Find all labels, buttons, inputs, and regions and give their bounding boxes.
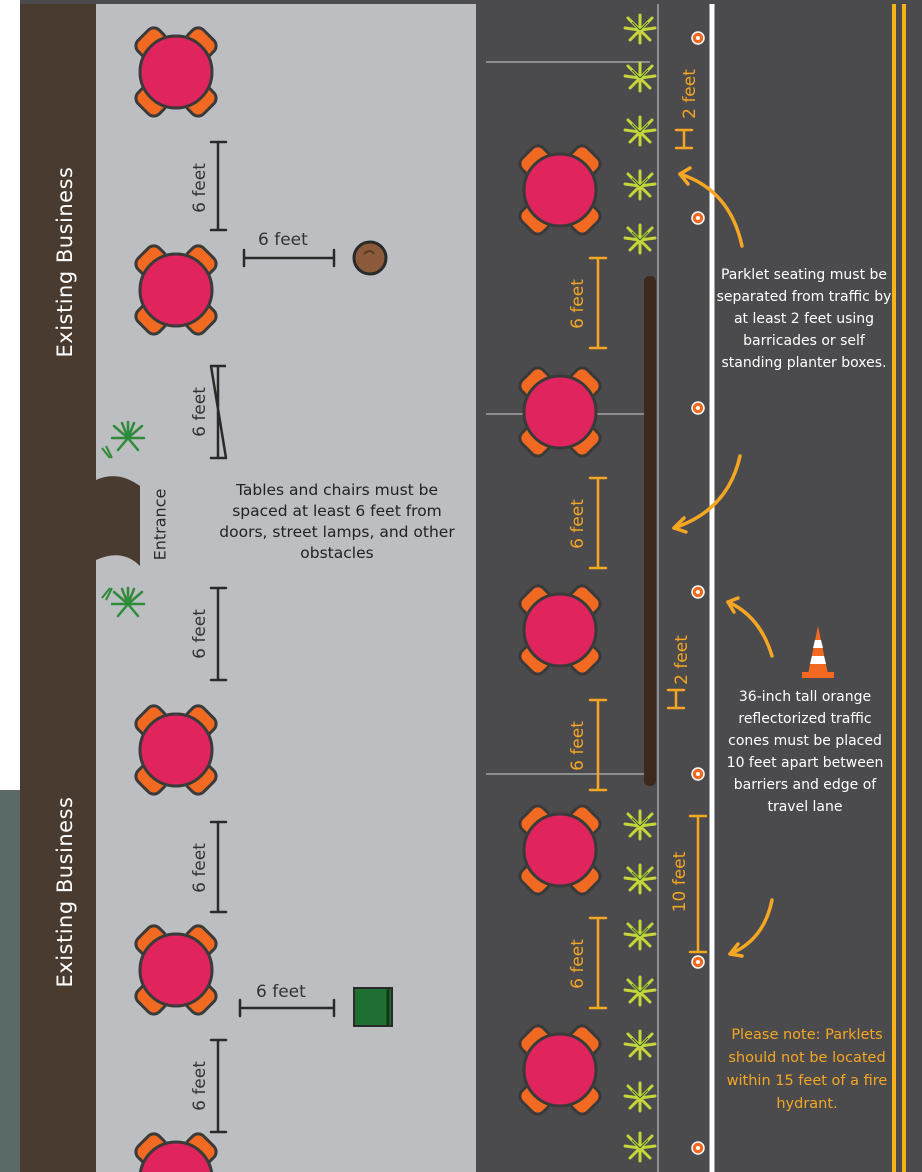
dimension-label: 6 feet xyxy=(190,163,210,213)
dimension-label: 2 feet xyxy=(680,69,700,119)
traffic-cone-icon xyxy=(802,626,834,678)
dimension-label: 6 feet xyxy=(190,843,210,893)
table-with-four-chairs-icon xyxy=(515,581,605,679)
plant-icon xyxy=(101,445,113,459)
dimension-label: 2 feet xyxy=(672,635,692,685)
dimension-label: 6 feet xyxy=(190,1061,210,1111)
table-with-four-chairs-icon xyxy=(515,363,605,461)
dimension-label: 10 feet xyxy=(670,851,690,913)
dimension-label: 6 feet xyxy=(568,499,588,549)
dimension-label: 6 feet xyxy=(258,230,308,250)
table-with-four-chairs-icon xyxy=(131,921,221,1019)
business-label-top: Existing Business xyxy=(53,166,77,358)
dimension-label: 6 feet xyxy=(568,279,588,329)
table-with-four-chairs-icon xyxy=(131,23,221,121)
business-label-bottom: Existing Business xyxy=(53,796,77,988)
street-lamp-icon xyxy=(352,240,388,276)
table-with-four-chairs-icon xyxy=(515,141,605,239)
photo-edge xyxy=(0,790,20,1172)
table-with-four-chairs-icon xyxy=(515,801,605,899)
sidewalk-dimension-lines xyxy=(209,140,336,1134)
top-border xyxy=(20,0,922,4)
entrance-doorway-inner xyxy=(96,476,140,566)
spacing-note: Tables and chairs must be spaced at leas… xyxy=(219,481,455,562)
dimension-label: 6 feet xyxy=(190,387,210,437)
plant-icon xyxy=(101,587,113,601)
dimension-label: 6 feet xyxy=(568,939,588,989)
entrance-label: Entrance xyxy=(150,488,170,561)
table-with-four-chairs-icon xyxy=(131,241,221,339)
dimension-label: 6 feet xyxy=(190,609,210,659)
barricade xyxy=(644,276,656,786)
trash-bin-icon xyxy=(353,987,393,1027)
dimension-label: 6 feet xyxy=(568,721,588,771)
table-with-four-chairs-icon xyxy=(131,701,221,799)
curved-arrow-icon xyxy=(672,166,774,958)
business-wall xyxy=(20,4,96,1172)
hydrant-note: Please note: Parklets should not be loca… xyxy=(726,1027,888,1112)
cones-note: 36-inch tall orange reflectorized traffi… xyxy=(726,689,884,815)
table-with-four-chairs-icon xyxy=(515,1021,605,1119)
dimension-label: 6 feet xyxy=(256,982,306,1002)
street-dimension-lines xyxy=(588,128,708,1010)
parklet-note: Parklet seating must be separated from t… xyxy=(716,267,892,371)
